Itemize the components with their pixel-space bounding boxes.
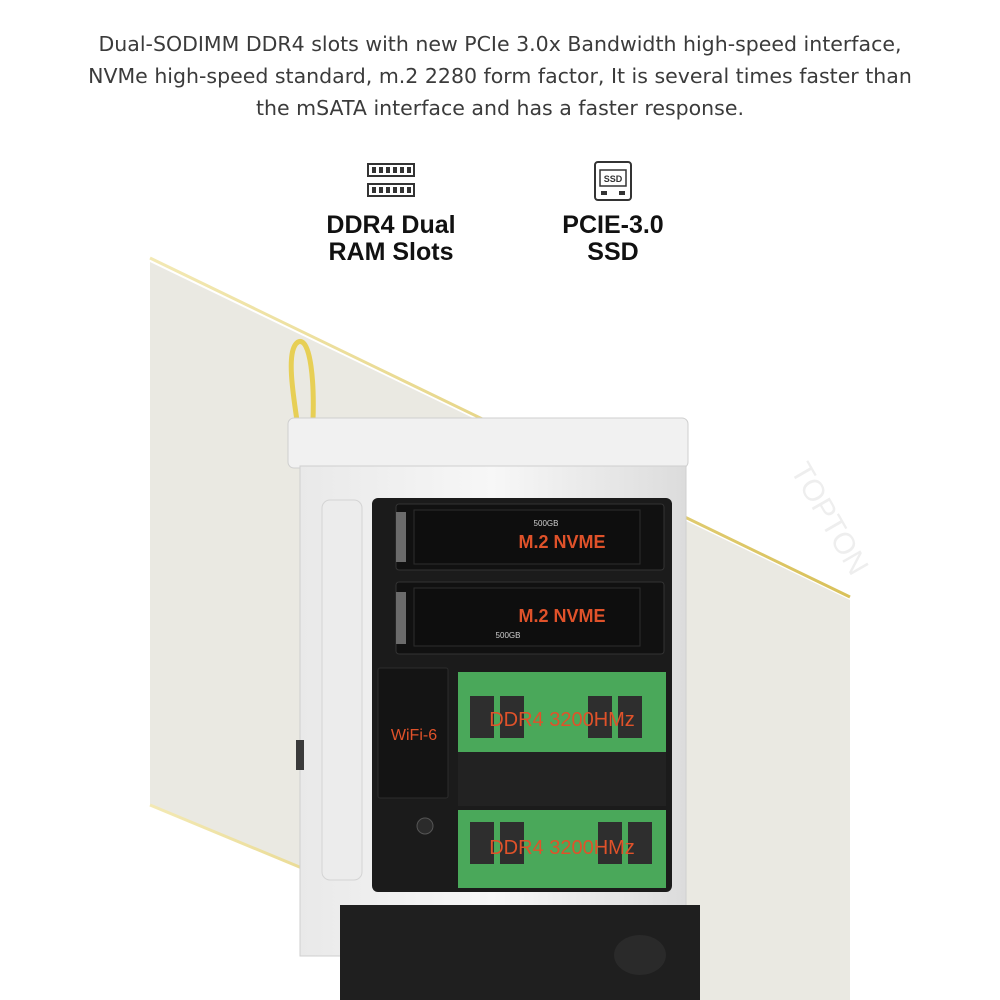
feature-ssd-line1: PCIE-3.0 xyxy=(562,211,664,239)
feature-ram: DDR4 Dual RAM Slots xyxy=(281,160,501,266)
ssd-icon-text: SSD xyxy=(604,174,623,184)
ssd-icon: SSD xyxy=(594,161,632,201)
feature-ram-line2: RAM Slots xyxy=(328,238,454,266)
ram-bottom-chip xyxy=(598,822,622,864)
ram-top-chip xyxy=(588,696,612,738)
description-line: Dual-SODIMM DDR4 slots with new PCIe 3.0… xyxy=(98,32,902,56)
antenna xyxy=(288,339,316,441)
ssd-bottom-chip xyxy=(413,587,641,647)
wifi-label: WiFi-6 xyxy=(391,727,437,744)
feature-ssd: SSD PCIE-3.0 SSD xyxy=(503,160,723,266)
ram-bottom-chip xyxy=(470,822,494,864)
description-line: the mSATA interface and has a faster res… xyxy=(256,96,744,120)
ssd-top-label: M.2 NVME xyxy=(518,532,605,552)
description-line: NVMe high-speed standard, m.2 2280 form … xyxy=(88,64,912,88)
ram-top-label: DDR4 3200HMz xyxy=(489,709,635,731)
case-side-rail xyxy=(321,499,363,881)
ram-top-chip xyxy=(618,696,642,738)
case-top xyxy=(287,417,689,469)
ssd-bottom-label: M.2 NVME xyxy=(518,606,605,626)
wifi-module xyxy=(377,667,449,799)
feature-ssd-line2: SSD xyxy=(587,238,639,266)
ram-bottom-chip xyxy=(500,822,524,864)
wifi-screw xyxy=(416,817,434,835)
ram-icon xyxy=(367,163,415,197)
ssd-bottom-capacity: 500GB xyxy=(496,631,521,640)
ssd-top-connector xyxy=(396,512,406,562)
watermark: TOPTON xyxy=(784,457,875,581)
ram-bottom-label: DDR4 3200HMz xyxy=(489,837,635,859)
ssd-top-chip xyxy=(413,509,641,565)
ram-bottom-chip xyxy=(628,822,652,864)
feature-ram-line1: DDR4 Dual xyxy=(326,211,456,239)
ssd-top-capacity: 500GB xyxy=(534,519,559,528)
ram-top-chip xyxy=(500,696,524,738)
case-switch xyxy=(296,740,304,770)
device-fan-hub xyxy=(614,935,666,975)
ram-top-chip xyxy=(470,696,494,738)
description: Dual-SODIMM DDR4 slots with new PCIe 3.0… xyxy=(60,28,940,124)
ssd-bottom-connector xyxy=(396,592,406,644)
ram-slot-gap xyxy=(458,752,666,806)
